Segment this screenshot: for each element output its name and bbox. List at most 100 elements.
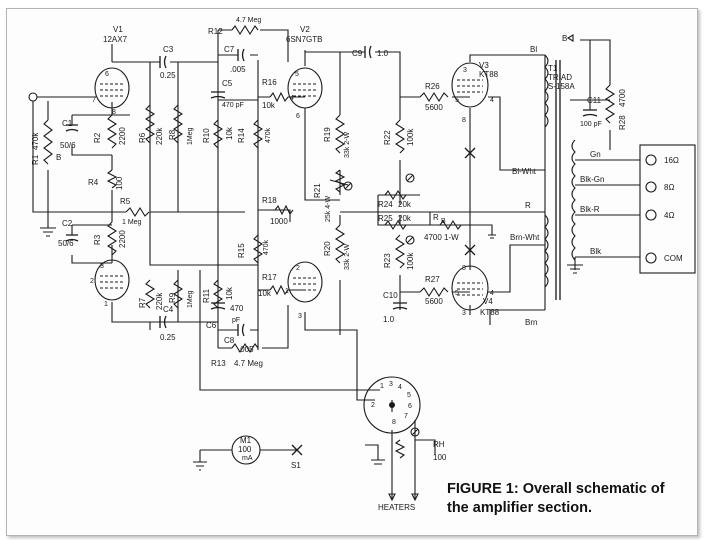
r1-value: 470k (31, 132, 40, 150)
r4-value: 100 (115, 176, 124, 190)
r12-name: R12 (208, 27, 223, 36)
r24-name: R24 (378, 200, 393, 209)
c5-value: 470 pF (222, 102, 244, 109)
rb-sub: B (441, 218, 446, 225)
c6-name: C6 (206, 321, 217, 330)
socket-pin-8: 8 (392, 419, 396, 426)
r19-value: 33k 2-W (344, 132, 351, 158)
labels: V1 12AX7 V2 6SN7GTB V3 KT88 V4 KT88 T1 T… (31, 17, 683, 512)
r9-name: R9 (168, 292, 177, 303)
r22-value: 100k (406, 128, 415, 146)
tube-v1-lower (94, 259, 130, 301)
r14-name: R14 (237, 128, 246, 143)
r24-value: 20k (398, 200, 412, 209)
r15-value: 470k (263, 239, 270, 255)
terminal-16ohm-label: 16Ω (664, 156, 679, 165)
rb-value: 4700 1-W (424, 233, 459, 242)
m1-unit: mA (242, 455, 253, 462)
t1-name: T1 (548, 64, 558, 73)
r19-name: R19 (323, 127, 332, 142)
socket-pin-5: 5 (407, 392, 411, 399)
v2-pin-1: 1 (285, 288, 289, 295)
socket-pin-2: 2 (371, 402, 375, 409)
v3-pin-4: 4 (490, 97, 494, 104)
lead-blk: Blk (590, 247, 602, 256)
v4-pin-4: 4 (490, 290, 494, 297)
v2-pin-5: 5 (295, 71, 299, 78)
pot-adjusters (329, 173, 420, 437)
node-b-top: B (562, 34, 567, 43)
c1-value: 50/6 (60, 141, 76, 150)
v1-name: V1 (113, 25, 123, 34)
rh-name: RH (433, 440, 445, 449)
r20-name: R20 (323, 241, 332, 256)
terminal-com-screw (645, 252, 657, 264)
tube-v2-lower (287, 261, 323, 303)
r14-value: 470k (265, 127, 272, 143)
r20-value: 33k 2-W (344, 244, 351, 270)
c9-name: C9 (352, 49, 363, 58)
c9-value: 1.0 (377, 49, 389, 58)
terminal-com-label: COM (664, 254, 683, 263)
tube-v2-upper (287, 67, 323, 109)
terminal-4ohm-screw (645, 209, 657, 221)
v3-name: V3 (479, 61, 489, 70)
r17-value: 10k (258, 289, 272, 298)
figure-caption: FIGURE 1: Overall schematic of the ampli… (447, 480, 687, 518)
r13-value: 4.7 Meg (234, 359, 263, 368)
heaters-label: HEATERS (378, 503, 415, 512)
c7-name: C7 (224, 45, 235, 54)
c10-value: 1.0 (383, 315, 395, 324)
v1-pin-6: 6 (105, 71, 109, 78)
lead-gn: Gn (590, 150, 601, 159)
r11-value: 10k (225, 286, 234, 300)
c10-name: C10 (383, 291, 398, 300)
lead-brn: Brn (525, 318, 537, 327)
r25-value: 20k (398, 214, 412, 223)
lead-blk-gn: Blk-Gn (580, 175, 604, 184)
v3-pin-5: 5 (455, 97, 459, 104)
t1-line1: TRIAD (548, 73, 572, 82)
v4-type: KT88 (480, 308, 500, 317)
c2-name: C2 (62, 219, 73, 228)
test-point-x-upper (464, 147, 476, 159)
v3-pin-8: 8 (462, 117, 466, 124)
v2-pin-6: 6 (296, 113, 300, 120)
v1-pin-8: 8 (112, 109, 116, 116)
c8-value: .005 (238, 345, 254, 354)
r22-name: R22 (383, 130, 392, 145)
c6-value: 470 (230, 304, 244, 313)
v1-pin-7: 7 (92, 97, 96, 104)
c4-value: 0.25 (160, 333, 176, 342)
r16-value: 10k (262, 101, 276, 110)
r23-value: 100k (406, 252, 415, 270)
test-point-x-lower (464, 244, 476, 256)
r8-name: R8 (168, 129, 177, 140)
r11-name: R11 (202, 288, 211, 303)
r13-name: R13 (211, 359, 226, 368)
v4-pin-5: 5 (455, 290, 459, 297)
r6-value: 220k (155, 127, 164, 145)
c7-value: .005 (230, 65, 246, 74)
r16-name: R16 (262, 78, 277, 87)
output-terminal-strip (639, 144, 696, 274)
b-plus-arrow (566, 34, 574, 42)
caption-line-2: the amplifier section. (447, 500, 593, 516)
socket-pin-1: 1 (380, 383, 384, 390)
r28-value: 4700 (618, 89, 627, 107)
c6-unit: pF (232, 317, 240, 324)
caption-line-1: FIGURE 1: Overall schematic of (447, 481, 665, 497)
c3-value: 0.25 (160, 71, 176, 80)
heater-arrows (388, 493, 419, 502)
r15-name: R15 (237, 243, 246, 258)
terminal-8ohm-screw (645, 181, 657, 193)
socket-pin-3: 3 (389, 381, 393, 388)
transformer-t1 (544, 54, 576, 300)
r7-value: 220k (155, 292, 164, 310)
wiring (28, 29, 640, 500)
lead-r: R (525, 201, 531, 210)
socket-pin-4: 4 (398, 384, 402, 391)
r26-value: 5600 (425, 103, 443, 112)
r7-name: R7 (138, 297, 147, 308)
r4-name: R4 (88, 178, 99, 187)
